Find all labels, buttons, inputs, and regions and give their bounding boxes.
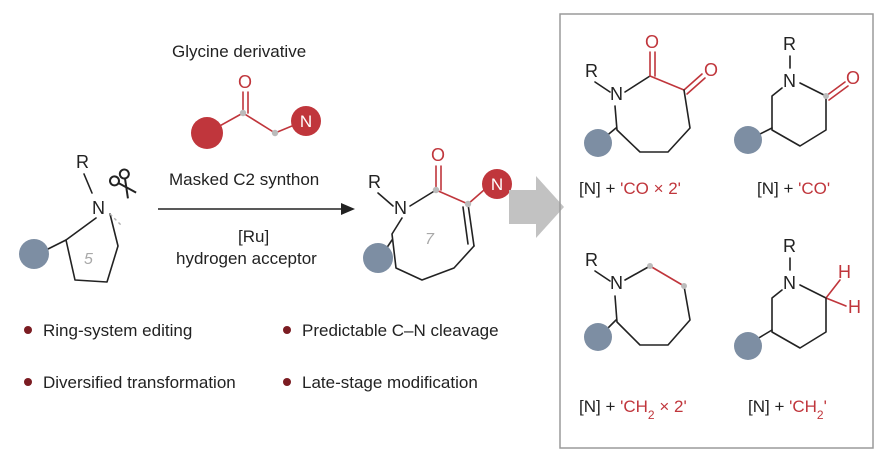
p2-o: O (846, 68, 860, 88)
catalyst-label: [Ru] (238, 227, 269, 246)
bullet-dot (283, 378, 291, 386)
derivative-piperidinone: R N O [N] + 'CO' (734, 34, 860, 198)
substrate-ring-size: 5 (84, 251, 93, 268)
p4-h2: H (848, 297, 861, 317)
bullet-dot (24, 326, 32, 334)
derivatives-panel (559, 13, 874, 449)
p3-r: R (585, 250, 598, 270)
bullet-dot (24, 378, 32, 386)
bullet-late-stage: Late-stage modification (302, 373, 478, 392)
bullet-diversified: Diversified transformation (43, 373, 236, 392)
product-molecule: R N O N 7 (363, 145, 512, 281)
derivative-azepane: R N [N] + 'CH2 × 2' (579, 250, 691, 422)
p2-r: R (783, 34, 796, 54)
substrate-n: N (92, 198, 105, 218)
p1-label: [N] + 'CO × 2' (579, 179, 681, 198)
p2-n: N (783, 71, 796, 91)
p1-r: R (585, 61, 598, 81)
transformation-arrow (509, 176, 564, 238)
p4-r: R (783, 236, 796, 256)
scissors-icon (108, 168, 137, 199)
product-n-badge-label: N (491, 175, 503, 194)
product-n-badge (482, 169, 512, 199)
reagent-carbon-dot (239, 109, 247, 117)
derivative-dione: R N O O [N] + 'CO × 2' (579, 32, 718, 198)
bullet-ring-editing: Ring-system editing (43, 321, 192, 340)
p1-o2: O (704, 60, 718, 80)
bullet-cn-cleavage: Predictable C–N cleavage (302, 321, 499, 340)
p4-label: [N] + 'CH2' (748, 397, 827, 422)
product-r: R (368, 172, 381, 192)
p1-gray-substituent (584, 129, 612, 157)
reagent-red-substituent (191, 117, 223, 149)
p2-label: [N] + 'CO' (757, 179, 830, 198)
p4-gray-substituent (734, 332, 762, 360)
acceptor-label: hydrogen acceptor (176, 249, 317, 268)
product-n: N (394, 198, 407, 218)
p1-n: N (610, 84, 623, 104)
substrate-gray-substituent (19, 239, 49, 269)
p4-n: N (783, 273, 796, 293)
product-ring-size: 7 (425, 231, 435, 248)
reagent-n-badge (291, 106, 321, 136)
derivative-piperidine: R N H H [N] + 'CH2' (734, 236, 861, 422)
feature-list: Ring-system editing Predictable C–N clea… (24, 321, 499, 392)
p2-gray-substituent (734, 126, 762, 154)
reaction-arrow (158, 203, 355, 215)
substrate-r: R (76, 152, 89, 172)
p1-o1: O (645, 32, 659, 52)
p3-label: [N] + 'CH2 × 2' (579, 397, 687, 422)
reagent-ch2-dot (271, 129, 279, 137)
reagent-title: Glycine derivative (172, 42, 306, 61)
p3-gray-substituent (584, 323, 612, 351)
substrate-molecule: R N 5 (19, 152, 137, 283)
product-gray-substituent (363, 243, 393, 273)
bullet-dot (283, 326, 291, 334)
reagent-oxygen: O (238, 72, 252, 92)
reagent-caption: Masked C2 synthon (169, 170, 319, 189)
p4-h1: H (838, 262, 851, 282)
substrate-ring (65, 213, 119, 283)
product-oxygen: O (431, 145, 445, 165)
p3-n: N (610, 273, 623, 293)
reagent-n-label: N (300, 112, 312, 131)
product-ring (391, 217, 475, 281)
reagent-chain (206, 112, 305, 134)
reagent-group: Glycine derivative O N Masked C2 synthon (169, 42, 321, 189)
